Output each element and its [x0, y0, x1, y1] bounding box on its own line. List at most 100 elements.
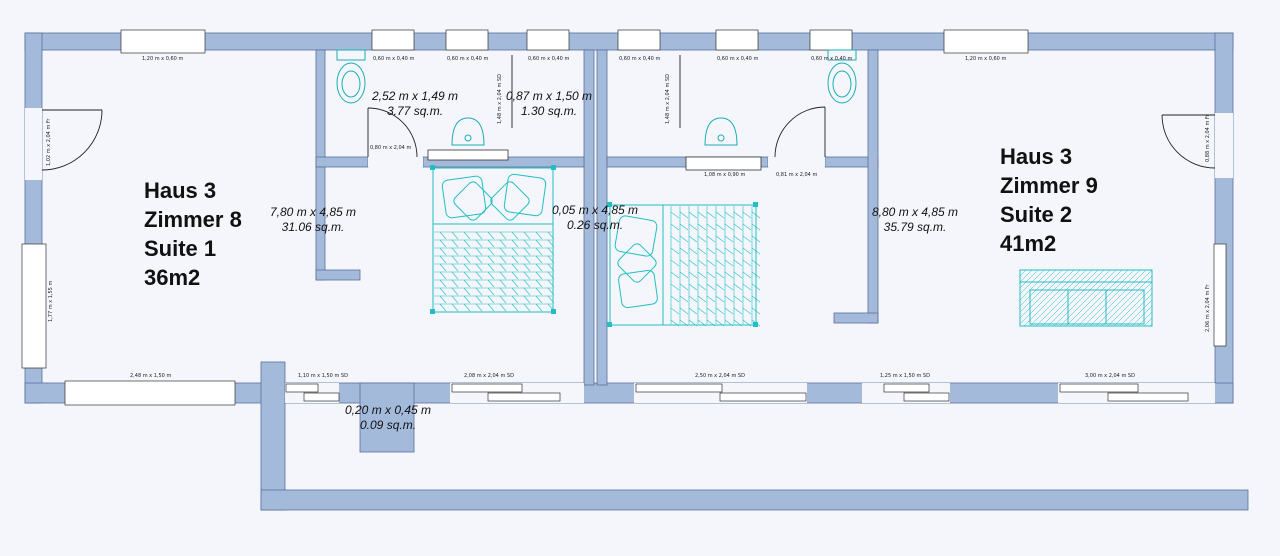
- label-top-w1: 0,60 m x 0,40 m: [373, 56, 415, 62]
- room-label-left: Haus 3 Zimmer 8 Suite 1 36m2: [144, 176, 242, 292]
- bed-slat-tick: [742, 319, 752, 327]
- bed-slat-tick: [724, 319, 734, 327]
- bed-slat-tick: [670, 223, 680, 231]
- bed-slat-tick: [523, 263, 531, 272]
- bed-slat-tick: [439, 247, 447, 256]
- bed-slat-tick: [463, 303, 471, 312]
- house-label: Haus 3: [1000, 144, 1073, 169]
- bed-slat-tick: [547, 263, 555, 272]
- bed-slat-tick: [475, 239, 483, 248]
- label-bottom-sd1: 1,10 m x 1,50 m SD: [298, 373, 348, 379]
- sd-panel-4a: [883, 383, 930, 393]
- sofa-hatch-line: [1071, 269, 1129, 327]
- bed-slat-tick: [733, 223, 743, 231]
- bed-left-corner-2: [551, 165, 556, 170]
- bed-slat-tick: [475, 231, 483, 240]
- bed-slat-tick: [697, 283, 707, 291]
- bed-slat-tick: [523, 295, 531, 304]
- bed-slat-tick: [547, 239, 555, 248]
- bed-slat-tick: [451, 303, 459, 312]
- bed-slat-tick: [679, 259, 689, 267]
- dim-size: 0,05 m x 4,85 m: [552, 203, 639, 217]
- sofa-hatch-line: [1035, 269, 1093, 327]
- bed-slat-tick: [715, 295, 725, 303]
- bed-slat-tick: [499, 247, 507, 256]
- room-label-right: Haus 3 Zimmer 9 Suite 2 41m2: [1000, 142, 1098, 258]
- bed-slat-tick: [751, 283, 761, 291]
- bed-slat-tick: [499, 303, 507, 312]
- sofa-hatch-line: [1137, 311, 1153, 327]
- bed-right-frame: [609, 204, 757, 326]
- bed-slat-tick: [742, 235, 752, 243]
- door-bath-right-arc: [774, 106, 826, 158]
- sd-panel-3b: [719, 392, 807, 402]
- label-bottom-sd5: 3,00 m x 2,04 m SD: [1085, 373, 1135, 379]
- bed-slat-tick: [499, 239, 507, 248]
- sofa-hatch-line: [1125, 299, 1153, 327]
- window-top-5: [715, 29, 759, 51]
- pillow-l1: [441, 175, 487, 219]
- sofa-hatch-line: [1059, 269, 1117, 327]
- sofa-hatch-line: [1019, 269, 1051, 301]
- bed-slat-tick: [679, 307, 689, 315]
- room-number: Zimmer 9: [1000, 173, 1098, 198]
- bed-slat-tick: [547, 287, 555, 296]
- bed-slat-tick: [463, 295, 471, 304]
- label-left-door: 1,02 m x 2,04 m Fr: [46, 118, 52, 166]
- dim-area: 0.09 sq.m.: [360, 418, 417, 432]
- bed-slat-tick: [715, 283, 725, 291]
- bed-slat-tick: [679, 211, 689, 219]
- bed-slat-tick: [688, 283, 698, 291]
- dim-size: 0,20 m x 0,45 m: [345, 403, 432, 417]
- bed-slat-tick: [733, 271, 743, 279]
- suite-name: Suite 2: [1000, 202, 1073, 227]
- sd-panel-1b: [303, 392, 340, 402]
- bed-slat-tick: [535, 271, 543, 280]
- bed-slat-tick: [742, 307, 752, 315]
- toilet-left-bowl: [336, 62, 366, 104]
- bed-slat-tick: [499, 279, 507, 288]
- bed-left-corner-4: [551, 309, 556, 314]
- sofa-hatch-line: [1119, 293, 1153, 327]
- bed-slat-tick: [511, 255, 519, 264]
- dim-size: 8,80 m x 4,85 m: [872, 205, 959, 219]
- bed-slat-tick: [715, 319, 725, 327]
- bed-slat-tick: [499, 271, 507, 280]
- bed-slat-tick: [475, 295, 483, 304]
- bed-slat-tick: [451, 255, 459, 264]
- bed-slat-tick: [523, 287, 531, 296]
- label-top-w6: 0,60 m x 0,40 m: [811, 56, 853, 62]
- window-right: [1213, 243, 1227, 347]
- bed-slat-tick: [706, 211, 716, 219]
- bed-slat-tick: [688, 295, 698, 303]
- dim-room-left: 7,80 m x 4,85 m 31.06 sq.m.: [270, 205, 356, 235]
- house-label: Haus 3: [144, 178, 217, 203]
- bed-slat-tick: [679, 223, 689, 231]
- bed-slat-tick: [511, 295, 519, 304]
- bed-slat-tick: [523, 271, 531, 280]
- label-top-left-window: 1,20 m x 0,60 m: [142, 56, 184, 62]
- bed-slat-tick: [706, 295, 716, 303]
- bed-slat-tick: [451, 295, 459, 304]
- bed-slat-tick: [475, 271, 483, 280]
- bed-slat-tick: [733, 259, 743, 267]
- sd-panel-5a: [1059, 383, 1139, 393]
- sofa-hatch-line: [1019, 269, 1075, 325]
- dim-wall-gap: 0,05 m x 4,85 m 0.26 sq.m.: [552, 203, 638, 233]
- window-top-2: [445, 29, 489, 51]
- bed-slat-tick: [499, 255, 507, 264]
- bed-slat-tick: [487, 239, 495, 248]
- bed-slat-tick: [535, 231, 543, 240]
- bed-slat-tick: [463, 287, 471, 296]
- bed-slat-tick: [706, 283, 716, 291]
- bed-slat-tick: [451, 287, 459, 296]
- bed-slat-tick: [751, 271, 761, 279]
- bed-slat-tick: [670, 235, 680, 243]
- sofa-hatch-line: [1131, 305, 1153, 327]
- bed-slat-tick: [463, 279, 471, 288]
- bed-slat-tick: [751, 307, 761, 315]
- bed-slat-tick: [724, 223, 734, 231]
- bed-slat-tick: [742, 211, 752, 219]
- bed-slat-tick: [715, 223, 725, 231]
